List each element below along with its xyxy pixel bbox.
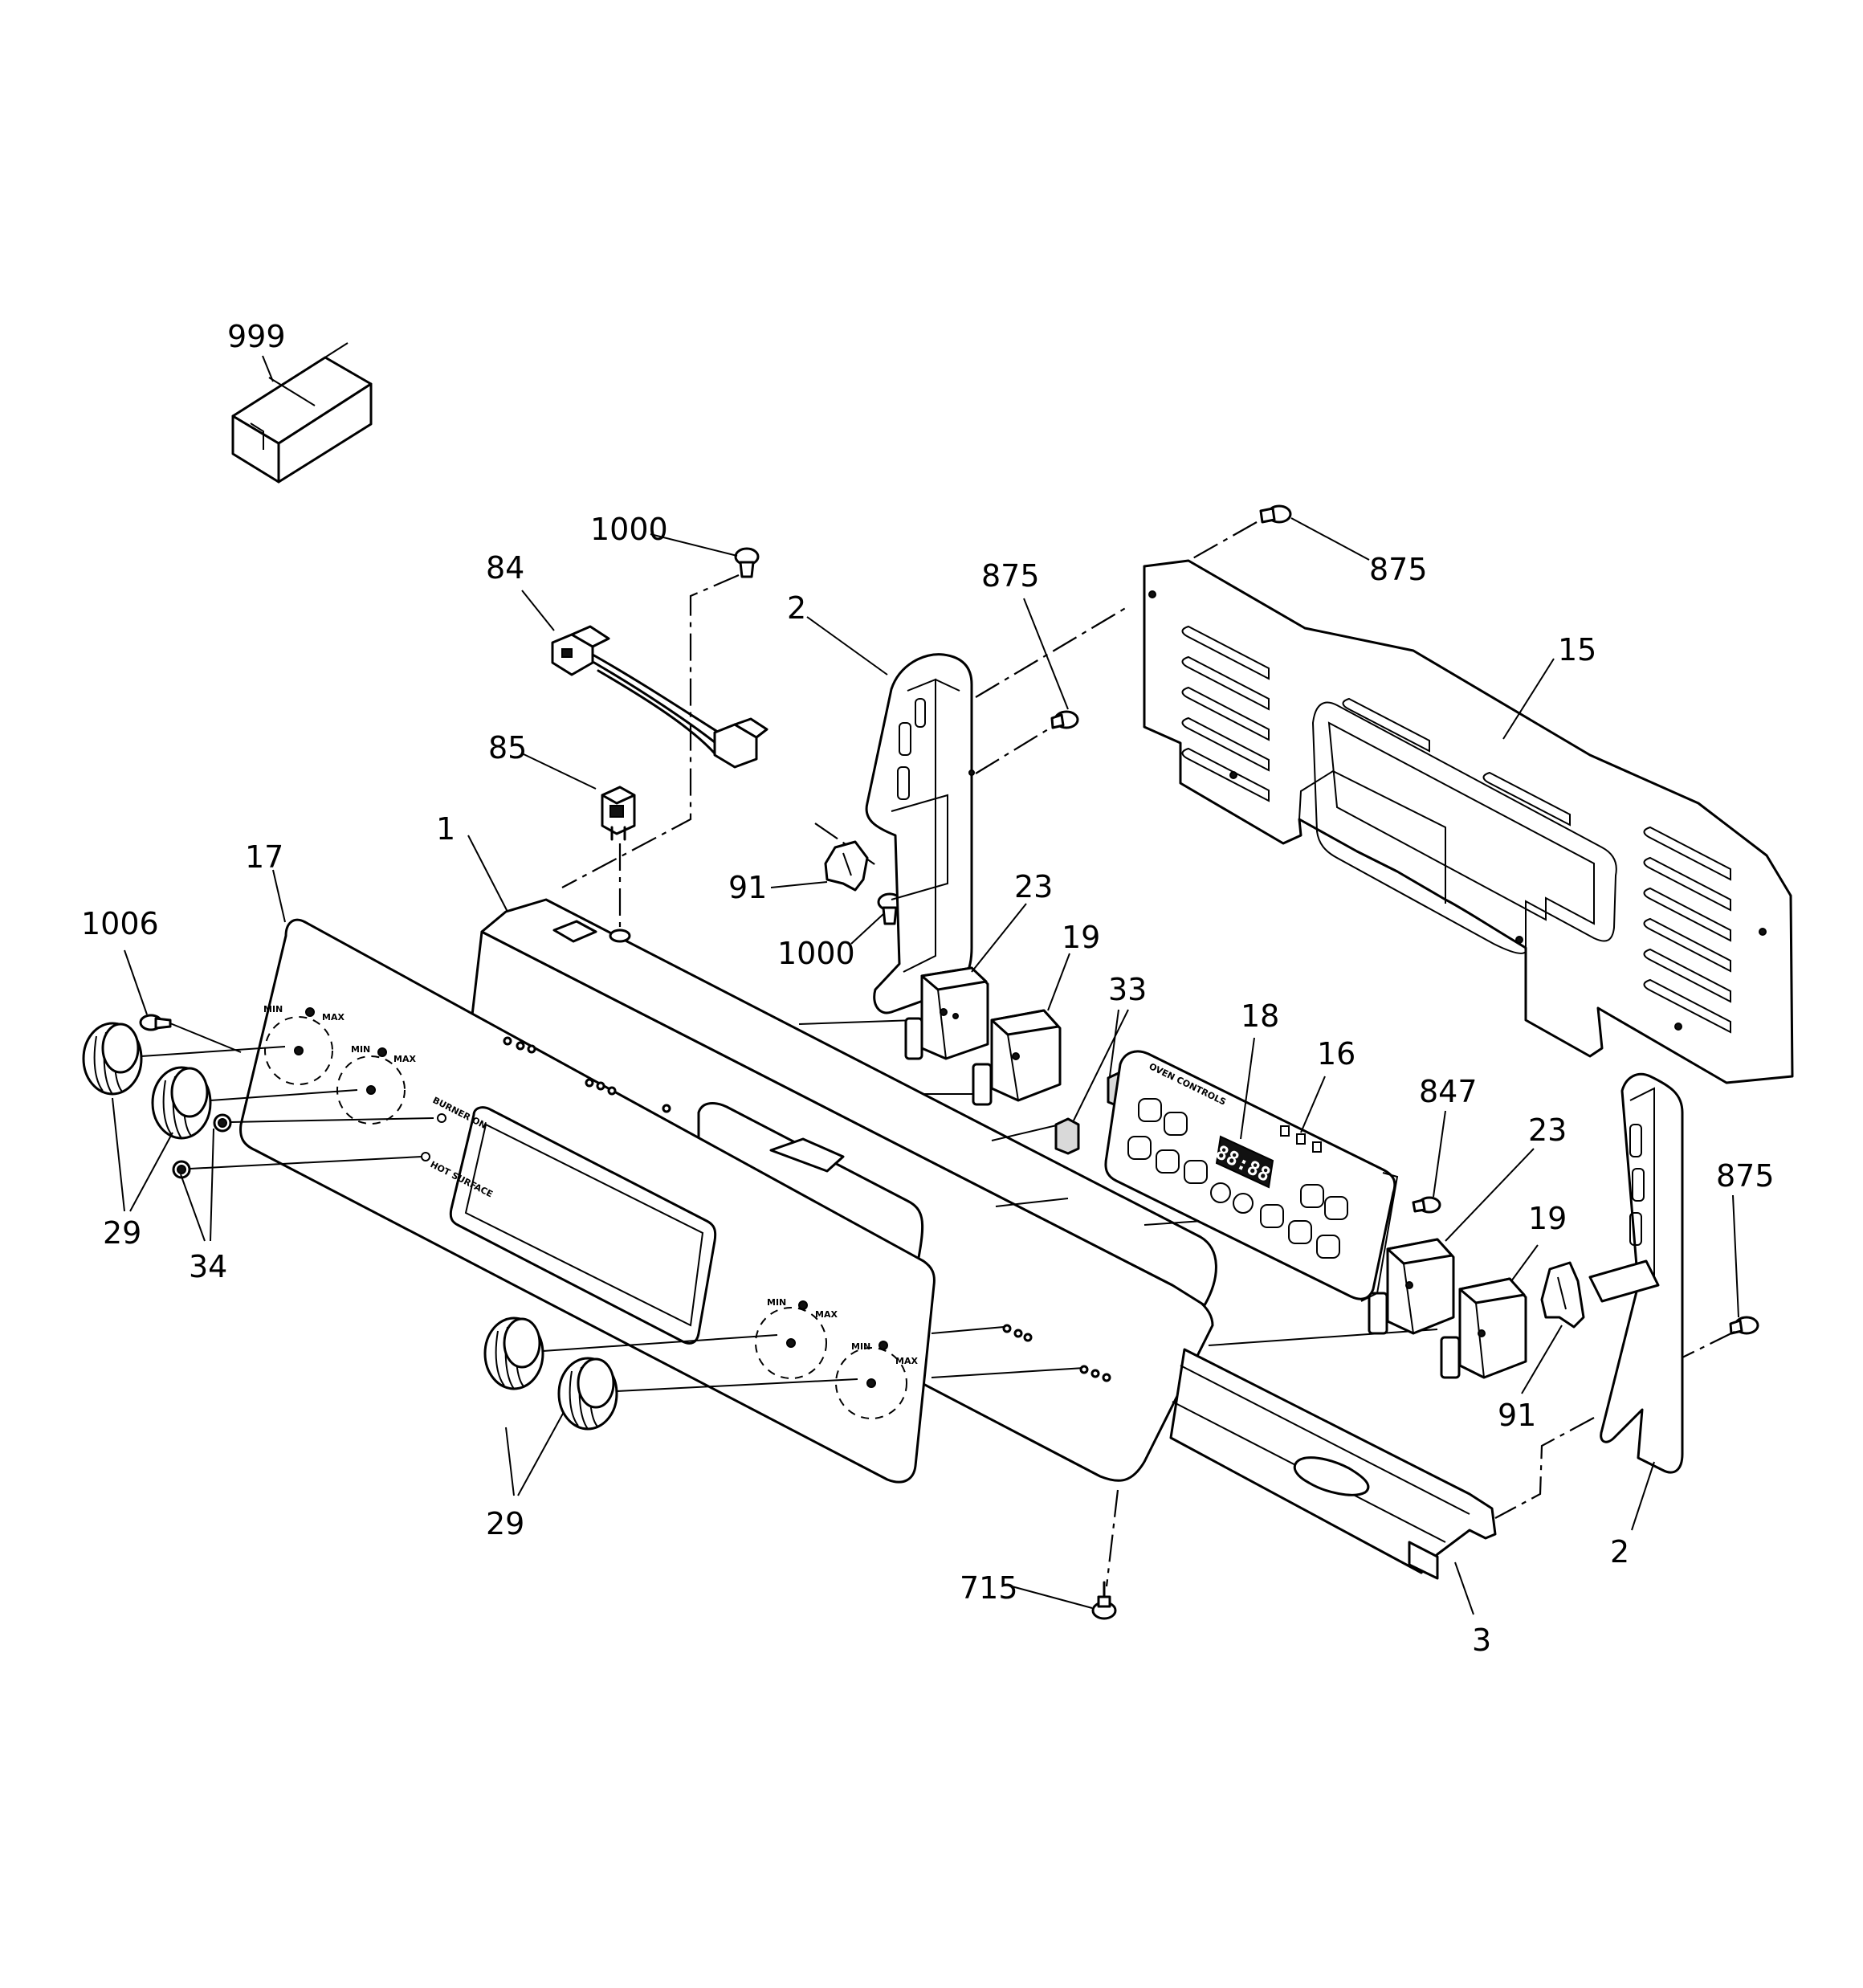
vent-slots-left [1181, 625, 1270, 802]
part-29-knob-2 [151, 1066, 358, 1140]
part-875-screw-middle [1050, 710, 1079, 729]
part-715-screw [1091, 1581, 1117, 1620]
callout-17: 17 [245, 839, 283, 875]
knob-label-min-1: MIN [263, 1004, 283, 1014]
callout-3: 3 [1472, 1623, 1491, 1658]
control-keypad [1127, 1098, 1348, 1259]
callout-1000-top: 1000 [590, 512, 668, 547]
callout-29-bottom: 29 [486, 1506, 524, 1541]
knob-label-min-2: MIN [351, 1044, 370, 1055]
callout-23-right: 23 [1528, 1112, 1567, 1148]
callout-875-top: 875 [1369, 552, 1428, 587]
knob-label-max-3: MAX [815, 1309, 838, 1320]
part-875-screw-top [1259, 504, 1292, 524]
part-19-switch-left [972, 1009, 1062, 1106]
callout-91-right: 91 [1498, 1398, 1536, 1433]
part-23-switch-left [904, 966, 989, 1060]
knob-label-max-2: MAX [393, 1054, 416, 1064]
callout-18: 18 [1241, 998, 1279, 1034]
callout-875-right: 875 [1716, 1158, 1775, 1194]
part-875-screw-right [1729, 1316, 1759, 1335]
part-34-indicator-lens [172, 1113, 434, 1179]
part-2-end-cap-right [1588, 1072, 1684, 1474]
part-29-knob-4 [557, 1357, 858, 1431]
callout-33: 33 [1108, 972, 1147, 1007]
backguard-holes [503, 1036, 1111, 1382]
callout-15: 15 [1558, 632, 1596, 667]
knob-label-min-4: MIN [851, 1341, 870, 1352]
part-23-switch-right [1368, 1238, 1455, 1335]
part-84-wire-harness [551, 625, 768, 769]
callout-1006: 1006 [81, 906, 159, 941]
part-2-end-cap-left [865, 653, 975, 1014]
leader-lines [112, 355, 1739, 1615]
callout-1000-middle: 1000 [777, 936, 855, 971]
callout-labels: 999 1000 84 85 1 17 1006 29 34 2 91 1000… [81, 319, 1775, 1658]
callout-85: 85 [488, 730, 527, 765]
callout-23-left: 23 [1014, 869, 1053, 904]
knob-label-max-4: MAX [895, 1356, 918, 1366]
callout-1: 1 [436, 811, 455, 847]
part-1006-screw [139, 1014, 242, 1053]
callout-34: 34 [189, 1249, 227, 1284]
callout-2-right: 2 [1610, 1534, 1629, 1570]
callout-999: 999 [227, 319, 286, 354]
part-29-knob-1 [82, 1022, 286, 1096]
callout-91-left: 91 [728, 870, 767, 905]
part-17-control-panel-overlay: MAX MIN MAX MIN MAX MIN MAX MIN BURNER O… [239, 918, 936, 1484]
part-1000-screw-top [734, 547, 760, 578]
callout-29-left: 29 [103, 1215, 141, 1251]
knob-label-max-1: MAX [322, 1012, 344, 1023]
part-19-switch-right [1440, 1277, 1527, 1379]
part-29-knob-3 [483, 1316, 778, 1390]
part-15-rear-cover [1143, 559, 1794, 1084]
part-85-indicator-light [601, 786, 636, 841]
callout-875-middle: 875 [981, 558, 1040, 594]
callout-16: 16 [1317, 1036, 1355, 1072]
callout-847: 847 [1419, 1074, 1478, 1109]
callout-19-right: 19 [1528, 1201, 1567, 1236]
part-91-bracket-left [824, 840, 869, 892]
callout-2-left: 2 [787, 590, 806, 626]
part-33-clip-lower [1054, 1117, 1080, 1155]
knob-label-min-3: MIN [767, 1297, 786, 1308]
callout-19-left: 19 [1062, 920, 1100, 955]
vent-slots-right [1643, 826, 1731, 1034]
part-847-screw [1412, 1196, 1441, 1214]
callout-715: 715 [960, 1570, 1018, 1606]
callout-84: 84 [486, 550, 524, 586]
part-91-bracket-right [1540, 1261, 1585, 1329]
part-999-literature-box [231, 342, 373, 484]
